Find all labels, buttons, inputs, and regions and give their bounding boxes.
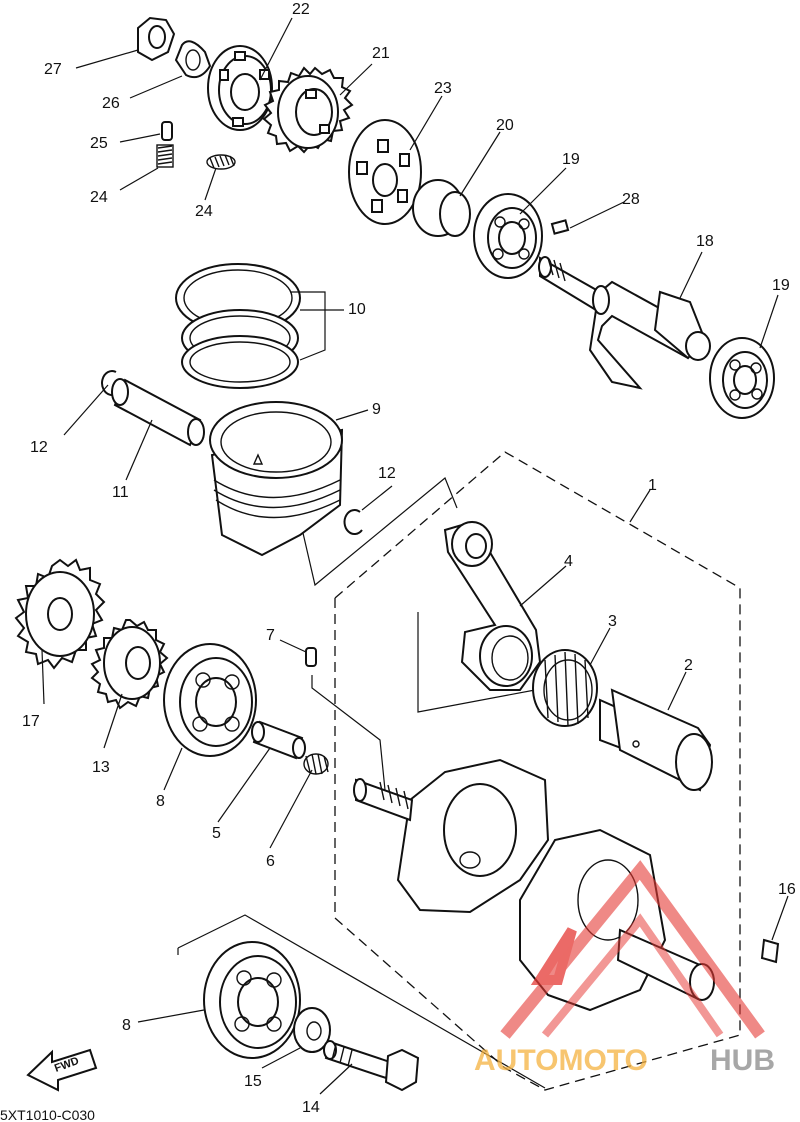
callout-28: 28 [622,191,640,208]
plate-22 [207,45,273,131]
callout-2: 2 [684,657,693,674]
callout-27: 27 [44,61,62,78]
automotohub-watermark: AUTOMOTO HUB [474,860,775,1077]
bolt-14 [323,1040,420,1092]
callout-numbers: 27 26 25 24 24 22 21 23 20 19 28 18 19 1… [22,1,796,1116]
connecting-rod-4 [443,520,542,691]
spring-24-left [156,144,174,168]
gear-17 [14,558,106,670]
bearing-19-upper [473,193,543,279]
callout-9: 9 [372,401,381,418]
crankshaft-assembly-outline [334,451,741,1091]
callout-24-left: 24 [90,189,108,206]
callout-10: 10 [348,301,366,318]
callout-19-right: 19 [772,277,790,294]
gear-21 [262,66,354,154]
crank-pin-2 [599,688,713,792]
callout-14: 14 [302,1099,320,1116]
spring-24-right [206,154,236,170]
callout-11: 11 [112,484,129,501]
callout-5: 5 [212,825,221,842]
piston-rings-10 [175,263,301,389]
crankshaft-left-half [353,758,550,914]
crankshaft-right-18 [538,256,711,390]
key-16 [760,938,780,964]
callout-20: 20 [496,117,514,134]
pin-7 [305,647,317,667]
callout-19-upper: 19 [562,151,580,168]
nut-27 [137,16,176,62]
watermark-text-part1: AUTOMOTO [474,1044,648,1077]
lock-washer-26 [174,40,212,79]
callout-17: 17 [22,713,40,730]
callout-4: 4 [564,553,573,570]
piston-9 [209,401,344,557]
shaft-pin-5 [251,720,306,760]
bearing-8-lower [203,941,301,1059]
bearing-19-right [709,337,775,419]
pin-25 [161,121,173,141]
callout-12-lower: 12 [378,465,396,482]
callout-16: 16 [778,881,796,898]
callout-7: 7 [266,627,275,644]
washer-15 [293,1007,331,1053]
callout-12-upper: 12 [30,439,48,456]
spring-6 [303,753,329,775]
key-28 [550,219,570,235]
piston-pin-11 [111,378,205,447]
callout-6: 6 [266,853,275,870]
circlip-12-lower [343,509,363,535]
callout-23: 23 [434,80,452,97]
callout-15: 15 [244,1073,262,1090]
callout-8-lower: 8 [122,1017,131,1034]
callout-13: 13 [92,759,110,776]
callout-1: 1 [648,477,657,494]
callout-8-upper: 8 [156,793,165,810]
callout-25: 25 [90,135,108,152]
callout-18: 18 [696,233,714,250]
plate-23 [348,119,422,225]
forward-direction-arrow: FWD [26,1048,98,1092]
needle-bearing-3 [532,649,598,727]
callout-24-right: 24 [195,203,213,220]
gear-13 [90,619,169,710]
watermark-text-part2: HUB [710,1044,775,1077]
callout-26: 26 [102,95,120,112]
spacer-20 [412,179,471,237]
leader-lines [41,17,789,1095]
diagram-code: 5XT1010-C030 [0,1107,95,1122]
callout-3: 3 [608,613,617,630]
bracket-lines [177,477,546,1089]
callout-22: 22 [292,1,310,18]
callout-21: 21 [372,45,390,62]
bearing-8-upper [163,643,257,757]
